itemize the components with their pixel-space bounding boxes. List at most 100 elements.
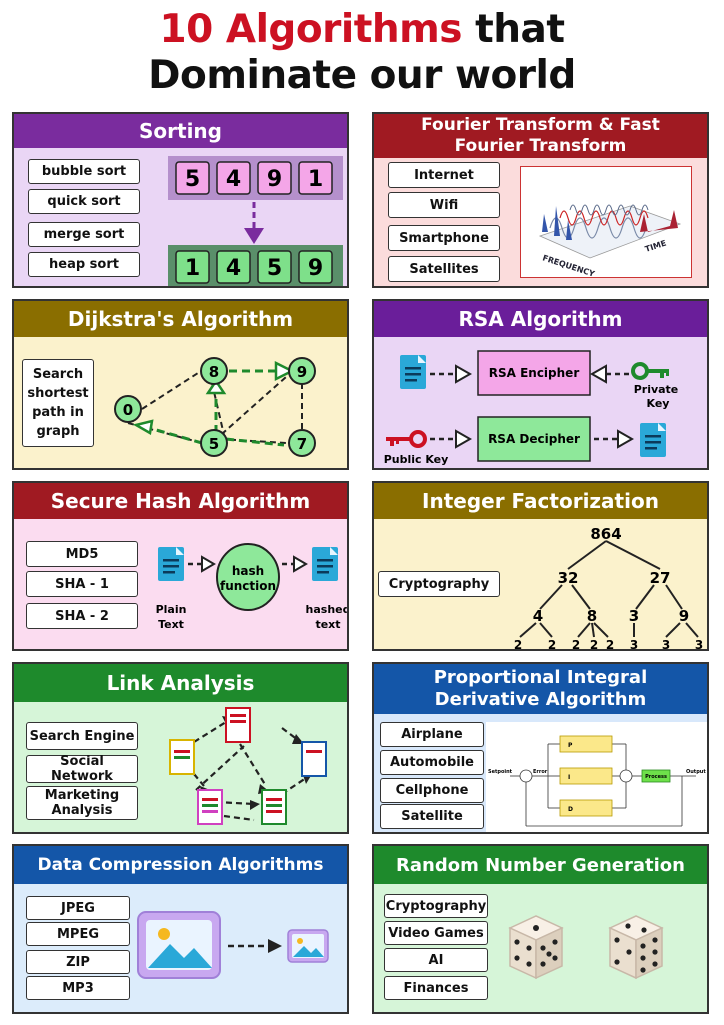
card-title: Link Analysis: [106, 671, 255, 695]
list-item: Finances: [384, 976, 488, 1000]
card-factorization: Integer Factorization Cryptography 864 3…: [372, 481, 709, 651]
hash-function-label: hash: [232, 564, 264, 578]
node-label: 0: [123, 401, 133, 419]
tree-node: 32: [558, 569, 579, 587]
plain-text-label: Plain: [156, 603, 187, 616]
tree-leaf: 2: [590, 638, 598, 651]
list-item: SHA - 1: [26, 571, 138, 597]
plain-text-label: Text: [158, 618, 184, 631]
list-item: Airplane: [380, 722, 484, 747]
list-item-label: Airplane: [401, 727, 463, 742]
tree-leaf: 3: [662, 638, 670, 651]
p-block: [559, 735, 613, 753]
document-icon: [400, 355, 426, 389]
arrow-head-icon: [617, 429, 635, 449]
tree-leaf: 2: [606, 638, 614, 651]
tree-node: 4: [533, 607, 543, 625]
list-item: Internet: [388, 162, 500, 188]
arrow-head-icon: [205, 378, 227, 395]
cell-value: 4: [226, 256, 241, 281]
card-title: Secure Hash Algorithm: [50, 489, 311, 513]
list-item-label: SHA - 2: [55, 608, 109, 624]
card-title: Integer Factorization: [422, 489, 659, 513]
card-compression: Data Compression Algorithms JPEG MPEG ZI…: [12, 844, 349, 1014]
cell-value: 4: [226, 167, 241, 192]
arrow-head-icon: [589, 364, 607, 384]
list-item: Satellite: [380, 804, 484, 829]
desc-line: shortest: [27, 386, 89, 401]
list-item: SHA - 2: [26, 603, 138, 629]
card-fourier: Fourier Transform & Fast Fourier Transfo…: [372, 112, 709, 288]
private-key-label: Private: [634, 383, 679, 396]
list-item-label: Cryptography: [388, 576, 490, 592]
unsorted-cell: 5: [175, 161, 210, 195]
d-label: D: [568, 806, 573, 813]
card-title-line2: Derivative Algorithm: [434, 689, 647, 710]
private-key-icon: [631, 362, 669, 380]
node-label: 8: [209, 363, 219, 381]
title-highlight: 10 Algorithms: [159, 7, 463, 52]
card-header: Secure Hash Algorithm: [14, 483, 347, 519]
node-label: 9: [297, 363, 307, 381]
tree-leaf: 2: [514, 638, 522, 651]
tree-node: 9: [679, 607, 689, 625]
document-icon: [640, 423, 666, 457]
unsorted-cell: 9: [257, 161, 292, 195]
list-item: heap sort: [28, 252, 140, 277]
web-page-node: [261, 789, 287, 825]
list-item: ZIP: [26, 950, 130, 974]
graph-node: 5: [200, 429, 228, 457]
list-item-label: Video Games: [388, 925, 484, 941]
card-sorting: Sorting bubble sort quick sort merge sor…: [12, 112, 349, 288]
card-title-line1: Proportional Integral: [433, 667, 648, 688]
unsorted-cell: 1: [298, 161, 333, 195]
tree-root: 864: [590, 525, 621, 543]
process-label: Process: [645, 774, 667, 780]
pid-block-diagram: Setpoint Error P I D Process Output: [486, 722, 707, 832]
document-icon: [158, 547, 184, 581]
list-item-label: merge sort: [43, 227, 125, 242]
list-item-label: Search Engine: [29, 728, 135, 744]
card-title: Sorting: [139, 119, 222, 143]
list-item-label: JPEG: [61, 900, 95, 916]
arrow-head-icon: [274, 360, 295, 382]
sorted-cell: 4: [216, 250, 251, 284]
card-sha: Secure Hash Algorithm MD5 SHA - 1 SHA - …: [12, 481, 349, 651]
public-key-icon: [386, 430, 427, 448]
card-pid: Proportional Integral Derivative Algorit…: [372, 662, 709, 834]
dice-illustration: [508, 915, 664, 980]
list-item-label: Cellphone: [395, 783, 469, 798]
card-title-line2: Fourier Transform: [454, 136, 627, 156]
hash-function-node: [216, 543, 280, 611]
sorted-cell: 9: [298, 250, 333, 284]
rsa-decipher-box: [477, 416, 591, 462]
list-item: bubble sort: [28, 159, 140, 184]
node-label: 7: [297, 435, 307, 453]
dice-icon: [508, 915, 564, 980]
card-title: Data Compression Algorithms: [37, 855, 324, 875]
arrow-head-icon: [132, 419, 154, 435]
list-item-label: heap sort: [49, 257, 119, 272]
process-block: [641, 769, 671, 783]
desc-line: graph: [36, 424, 80, 439]
graph-node: 0: [114, 395, 142, 423]
desc-line: path in: [32, 405, 84, 420]
arrow-head-icon: [455, 429, 473, 449]
cell-value: 5: [267, 256, 282, 281]
arrow-head-icon: [455, 364, 473, 384]
card-header: Proportional Integral Derivative Algorit…: [374, 664, 707, 714]
list-item-label: bubble sort: [41, 164, 127, 179]
tree-node: 8: [587, 607, 597, 625]
list-item-label: ZIP: [66, 954, 90, 970]
hash-diagram: Plain Text hash function hashed text: [156, 543, 347, 631]
arrow-head-icon: [201, 555, 216, 573]
list-item: Marketing Analysis: [26, 786, 138, 820]
graph-node: 7: [288, 429, 316, 457]
arrow-head-icon: [268, 939, 282, 953]
list-item: AI: [384, 948, 488, 972]
list-item: Satellites: [388, 256, 500, 282]
card-header: Random Number Generation: [374, 846, 707, 884]
list-item-label: Wifi: [429, 197, 459, 213]
card-title: RSA Algorithm: [458, 307, 623, 331]
list-item: Video Games: [384, 921, 488, 945]
